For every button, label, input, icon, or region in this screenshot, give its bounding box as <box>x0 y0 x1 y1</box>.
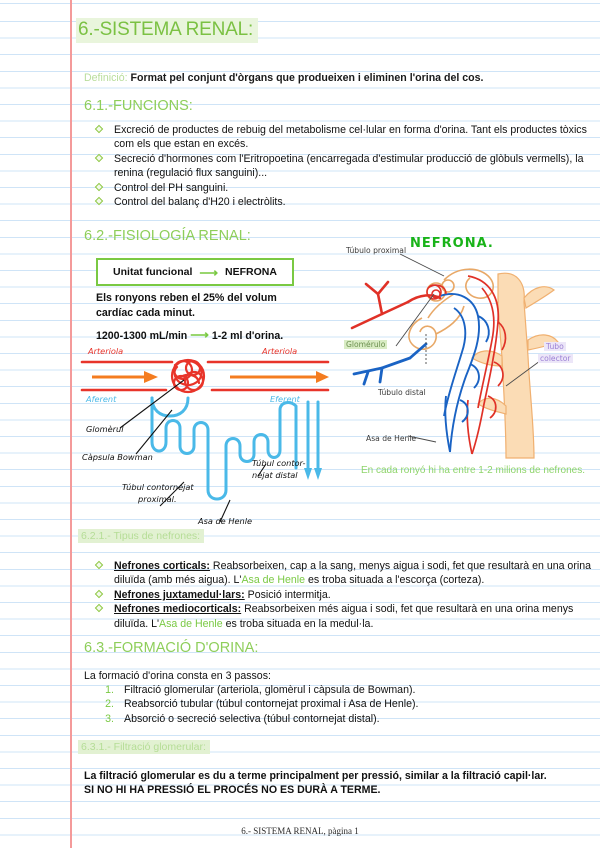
label-glomerulo: Glomérulo <box>344 340 388 349</box>
label-arteriola-eferent: Arteriola <box>262 346 298 356</box>
unit-box-right-label: NEFRONA <box>225 266 277 278</box>
diamond-bullet-icon <box>94 589 104 599</box>
stat-flux-value: 1200-1300 mL/min <box>96 330 188 342</box>
list-item-text: Secreció d'hormones com l'Eritropoetina … <box>114 152 584 180</box>
inline-highlight-asa-henle: Asa de Henle <box>241 574 306 587</box>
term-label: Nefrones corticals: <box>114 560 210 572</box>
stat-orina-value: 1-2 ml d'orina. <box>211 330 284 342</box>
list-item-text: Reabsorbeixen, cap a la sang, menys aigu… <box>114 560 591 587</box>
label-tubo-colector-line1: Tubo <box>544 342 566 351</box>
filtracio-line-2: SI NO HI HA PRESSIÓ EL PROCÉS NO ES DURÀ… <box>84 784 381 796</box>
diamond-bullet-icon <box>94 560 104 570</box>
unit-box-left-label: Unitat funcional <box>113 266 193 278</box>
formacio-steps-list: 1. Filtració glomerular (arteriola, glom… <box>100 683 570 726</box>
list-item-text: Control del PH sanguini. <box>114 181 229 194</box>
list-item: Nefrones juxtamedul·lars: Posició interm… <box>92 588 592 602</box>
list-item: Secreció d'hormones com l'Eritropoetina … <box>92 152 588 181</box>
list-item: Control del balanç d'H20 i electròlits. <box>92 195 588 209</box>
stat-flux-orina: 1200-1300 mL/min ⟶ 1-2 ml d'orina. <box>96 327 284 344</box>
list-item-number: 3. <box>105 712 114 725</box>
label-arteriola-aferent: Arteriola <box>88 346 124 356</box>
funcions-bullet-list: Excreció de productes de rebuig del meta… <box>92 123 588 209</box>
list-item: 1. Filtració glomerular (arteriola, glom… <box>100 683 570 697</box>
label-eferent: Eferent <box>270 394 300 404</box>
unitat-funcional-box: Unitat funcional ⟶ NEFRONA <box>96 258 294 286</box>
label-tubo-colector-line2: colector <box>538 354 573 363</box>
list-item: Nefrones mediocorticals: Reabsorbeixen m… <box>92 602 592 631</box>
hand-drawn-nephron-diagram: Arteriola Arteriola Aferent Eferent Glom… <box>80 346 330 528</box>
diamond-bullet-icon <box>94 124 104 134</box>
heading-tipus-nefrones: 6.2.1.- Tipus de nefrones: <box>78 529 205 543</box>
list-item-text: Reabsorció tubular (túbul contornejat pr… <box>124 698 419 711</box>
definition-label: Definició: <box>84 72 128 84</box>
label-tubulo-distal: Túbulo distal <box>378 388 426 397</box>
label-asa-de-henle: Asa de Henle <box>198 516 253 526</box>
list-item: Control del PH sanguini. <box>92 181 588 195</box>
label-capsula-bowman: Càpsula Bowman <box>82 452 153 462</box>
nefrona-illustration-svg <box>350 253 559 459</box>
label-tubul-distal-line2: nejat distal <box>252 470 298 480</box>
arrow-right-icon: ⟶ <box>190 327 209 342</box>
list-item-number: 1. <box>105 684 114 696</box>
formacio-intro: La formació d'orina consta en 3 passos: <box>84 670 271 682</box>
list-item: Nefrones corticals: Reabsorbeixen, cap a… <box>92 559 592 588</box>
definition-line: Definició: Format pel conjunt d'òrgans q… <box>84 72 483 84</box>
list-item: 2. Reabsorció tubular (túbul contornejat… <box>100 697 570 711</box>
nephron-sketch-svg <box>80 358 330 523</box>
list-item-text: Control del balanç d'H20 i electròlits. <box>114 196 286 209</box>
diamond-bullet-icon <box>94 603 104 613</box>
label-glomerul: Glomèrul <box>86 424 124 434</box>
nefrona-anatomical-diagram: Túbulo proximal Glomérulo Túbulo distal … <box>344 236 596 462</box>
list-item: 3. Absorció o secreció selectiva (túbul … <box>100 712 570 726</box>
filtracio-line-1: La filtració glomerular es du a terme pr… <box>84 770 547 782</box>
label-asa-de-henle-anatomical: Asa de Henle <box>366 434 417 443</box>
label-aferent: Aferent <box>86 394 117 404</box>
inline-highlight-asa-henle: Asa de Henle <box>159 617 223 630</box>
page-footer: 6.- SISTEMA RENAL, pàgina 1 <box>241 826 359 836</box>
tipus-nefrones-list: Nefrones corticals: Reabsorbeixen, cap a… <box>92 559 592 631</box>
label-tubul-proximal-line2: proximal. <box>138 494 177 504</box>
definition-text: Format pel conjunt d'òrgans que produeix… <box>130 72 484 84</box>
term-label: Nefrones mediocorticals: <box>114 603 242 616</box>
nefrona-count-note: En cada ronyó hi ha entre 1-2 milions de… <box>360 465 586 476</box>
label-tubul-distal-line1: Túbul contor- <box>252 458 306 468</box>
list-item-number: 2. <box>105 698 114 711</box>
nefrona-diagram-title: NEFRONA. <box>410 236 494 251</box>
heading-funcions: 6.1.-FUNCIONS: <box>84 98 193 114</box>
list-item-text: Absorció o secreció selectiva (túbul con… <box>124 712 380 725</box>
diamond-bullet-icon <box>94 153 104 163</box>
list-item-text-tail: es troba situada en la medul·la. <box>222 617 374 630</box>
stat-volum-cardiac: Els ronyons reben el 25% del volum cardí… <box>96 292 277 319</box>
diamond-bullet-icon <box>94 182 104 191</box>
list-item-text: Excreció de productes de rebuig del meta… <box>114 124 587 151</box>
list-item-text: Filtració glomerular (arteriola, glomèru… <box>124 684 416 696</box>
list-item-text: Reabsorbeixen més aigua i sodi, fet que … <box>114 603 574 630</box>
heading-fisiologia: 6.2.-FISIOLOGÍA RENAL: <box>84 228 251 244</box>
diamond-bullet-icon <box>94 196 104 206</box>
list-item: Excreció de productes de rebuig del meta… <box>92 123 588 152</box>
heading-filtracio-glomerular: 6.3.1.- Filtració glomerular: <box>78 740 210 754</box>
list-item-text: Posició intermitja. <box>244 588 331 601</box>
page-title: 6.-SISTEMA RENAL: <box>76 18 259 43</box>
arrow-right-icon: ⟶ <box>199 264 219 280</box>
label-tubulo-proximal: Túbulo proximal <box>346 246 407 255</box>
paper-margin-line <box>70 0 72 848</box>
term-label: Nefrones juxtamedul·lars: <box>114 588 245 601</box>
heading-formacio-orina: 6.3.-FORMACIÓ D'ORINA: <box>84 640 259 656</box>
label-tubul-proximal-line1: Túbul contornejat <box>122 482 194 492</box>
list-item-text-tail: es troba situada a l'escorça (corteza). <box>305 574 485 587</box>
